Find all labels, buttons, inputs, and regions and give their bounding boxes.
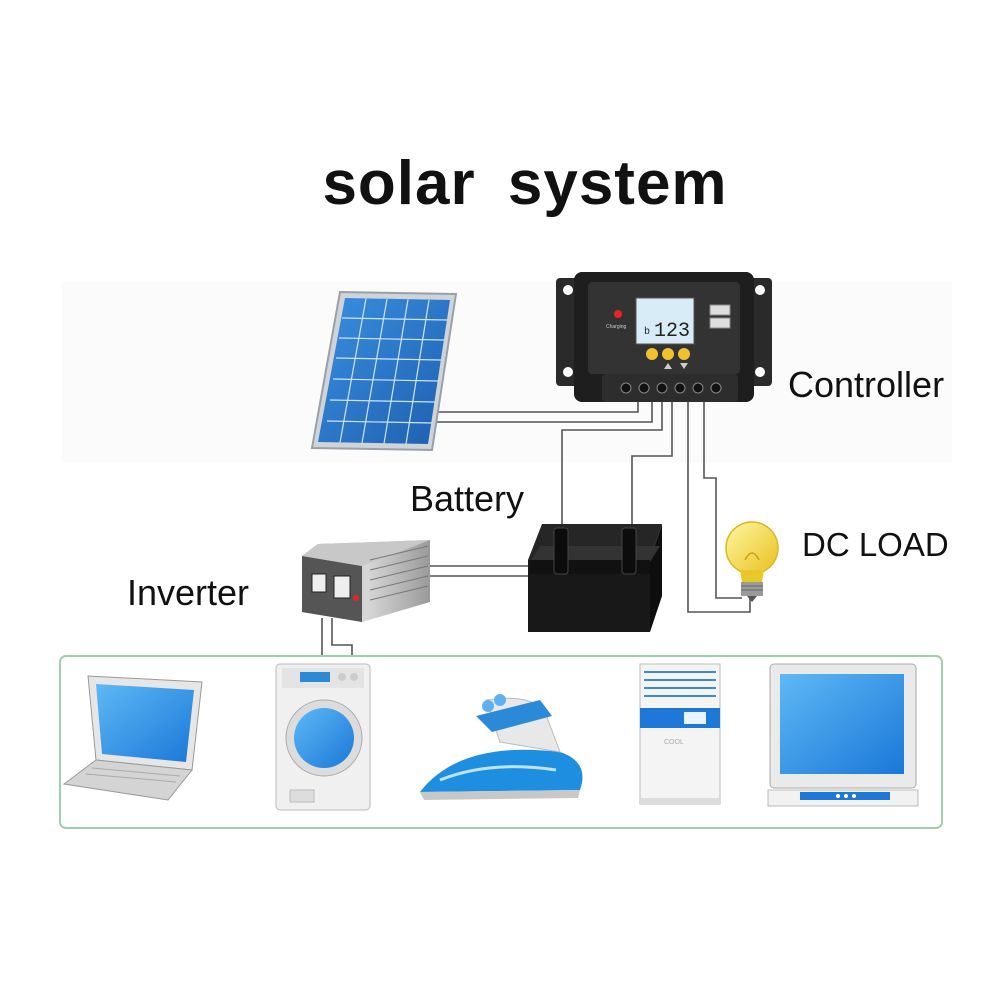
controller-button-up (662, 348, 674, 360)
charging-led-icon (614, 310, 622, 318)
air-conditioner-icon: COOL (639, 663, 721, 805)
laptop-icon (62, 675, 203, 801)
wire-load-negative (703, 398, 742, 599)
wire-battery-positive (561, 398, 663, 536)
solar-panel-icon (310, 290, 458, 452)
charging-indicator-label: Charging (606, 324, 627, 330)
wire-battery-negative (631, 398, 673, 530)
ac-mode-label: COOL (664, 739, 684, 746)
inverter-icon (302, 540, 430, 622)
battery-icon (528, 524, 662, 632)
wire-panel-negative (432, 398, 653, 423)
lcd-readout: 123 (654, 320, 690, 343)
wire-load-positive (687, 398, 751, 613)
wire-ac-2 (331, 618, 353, 660)
dc-load-label: DC LOAD (802, 526, 949, 563)
charge-controller-icon: b 123 Charging (556, 272, 772, 402)
wire-panel-positive (432, 398, 639, 413)
lcd-prefix: b (644, 326, 650, 338)
light-bulb-icon (725, 521, 779, 602)
controller-button-set (646, 348, 658, 360)
controller-button-down (678, 348, 690, 360)
background-sheet (62, 282, 952, 462)
television-icon (767, 663, 919, 807)
washing-machine-icon (275, 663, 371, 811)
wiring (321, 398, 751, 660)
controller-label: Controller (788, 364, 945, 405)
diagram-title: solar system (322, 149, 728, 218)
battery-label: Battery (410, 478, 525, 519)
iron-icon (420, 694, 583, 800)
inverter-label: Inverter (127, 572, 250, 613)
